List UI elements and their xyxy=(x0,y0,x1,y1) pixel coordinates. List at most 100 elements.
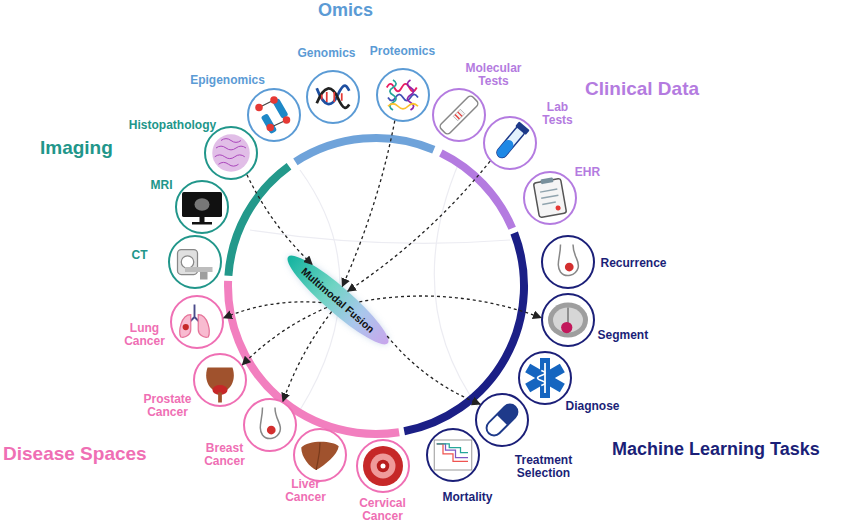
node-label: Segment xyxy=(598,328,649,341)
graphic-part xyxy=(455,115,459,119)
node-label: Molecular Tests xyxy=(459,62,529,88)
node-label: Treatment Selection xyxy=(509,454,579,480)
graphic-part xyxy=(218,393,222,403)
graphic-part xyxy=(326,92,328,102)
graphic-part xyxy=(525,364,565,393)
icon-graphic xyxy=(520,353,570,403)
icon-circle: CT xyxy=(168,235,222,289)
graphic-part xyxy=(215,139,246,167)
graphic-part xyxy=(553,308,583,333)
icon-graphic xyxy=(434,90,484,140)
icon-circle: Lab Tests xyxy=(483,116,537,170)
graphic-part xyxy=(387,80,418,110)
icon-graphic xyxy=(295,430,345,480)
graphic-part xyxy=(453,109,464,120)
node-label: CT xyxy=(132,248,148,261)
graphic-part xyxy=(301,442,339,470)
ring-arcs xyxy=(228,138,524,434)
omics-arc xyxy=(295,138,433,162)
dashed-connector xyxy=(387,336,480,404)
graphic-part xyxy=(533,176,567,218)
icon-graphic xyxy=(249,90,299,140)
icon-circle: Breast Cancer xyxy=(243,398,297,452)
icon-graphic xyxy=(525,173,575,223)
graphic-part xyxy=(540,177,553,184)
graphic-part xyxy=(548,303,588,338)
graphic-part xyxy=(267,124,275,132)
graphic-part xyxy=(558,245,578,276)
node-label: Prostate Cancer xyxy=(138,393,198,419)
dashed-connector xyxy=(348,161,490,291)
graphic-part xyxy=(371,454,396,479)
graphic-part xyxy=(255,104,263,112)
icon-graphic xyxy=(428,430,478,480)
graphic-part xyxy=(316,443,320,471)
graphic-part xyxy=(538,371,546,386)
fusion-ellipse: Multimodal Fusion xyxy=(280,247,397,353)
group-heading: Clinical Data xyxy=(585,78,699,100)
graphic-part xyxy=(525,364,565,393)
graphic-part xyxy=(495,138,516,160)
group-heading: Omics xyxy=(318,0,373,21)
graphic-part xyxy=(185,267,213,272)
graphic-part xyxy=(215,155,245,159)
graphic-part xyxy=(515,121,530,135)
graphic-part xyxy=(259,100,287,128)
dashed-connector xyxy=(359,296,541,318)
graphic-part xyxy=(317,86,350,105)
node-label: Liver Cancer xyxy=(281,478,331,504)
graphic-part xyxy=(283,116,291,124)
node-label: Mortality xyxy=(442,490,492,503)
graphic-part xyxy=(542,202,556,204)
graphic-part xyxy=(565,263,574,272)
graphic-part xyxy=(363,446,403,486)
graphic-part xyxy=(381,464,386,469)
icon-circle: EHR xyxy=(523,171,577,225)
graphic-part xyxy=(439,95,480,136)
graphic-part xyxy=(270,96,278,104)
node-label: MRI xyxy=(151,178,173,191)
graphic-part xyxy=(322,92,342,102)
dashed-connector xyxy=(247,175,312,265)
node-label: Histopathology xyxy=(129,118,216,131)
graphic-part xyxy=(388,104,418,109)
icon-graphic xyxy=(543,295,593,345)
graphic-part xyxy=(439,95,480,136)
graphic-part xyxy=(267,426,276,435)
graphic-part xyxy=(533,178,566,217)
graphic-part xyxy=(321,95,323,100)
graphic-part xyxy=(181,256,194,269)
node-label: Genomics xyxy=(297,46,355,59)
group-heading: Machine Learning Tasks xyxy=(612,439,820,460)
graphic-part xyxy=(317,88,350,107)
graphic-part xyxy=(377,460,390,473)
icon-circle: Proteomics xyxy=(376,68,430,122)
graphic-part xyxy=(387,84,417,92)
node-label: Proteomics xyxy=(370,44,435,57)
icon-graphic xyxy=(245,400,295,450)
graphic-part xyxy=(458,112,462,116)
icon-circle: Epigenomics xyxy=(247,88,301,142)
node-label: Recurrence xyxy=(601,256,667,269)
group-heading: Disease Spaces xyxy=(3,443,147,465)
background-chords xyxy=(250,160,510,410)
graphic-part xyxy=(541,195,558,198)
graphic-part xyxy=(555,205,561,211)
chord xyxy=(434,160,480,410)
dashed-connector xyxy=(224,302,322,318)
node-label: Breast Cancer xyxy=(200,442,250,468)
graphic-part xyxy=(333,92,335,102)
icon-graphic xyxy=(177,182,227,232)
icon-circle: Histopathology xyxy=(204,126,258,180)
graphic-part xyxy=(198,315,209,338)
icon-circle: Molecular Tests xyxy=(432,88,486,142)
graphic-part xyxy=(493,121,529,160)
node-label: Lab Tests xyxy=(538,101,578,127)
group-heading: Imaging xyxy=(40,137,113,159)
graphic-part xyxy=(497,401,521,425)
node-label: EHR xyxy=(575,165,600,178)
node-label: Epigenomics xyxy=(190,73,265,86)
graphic-part xyxy=(525,358,565,398)
icon-circle: Segment xyxy=(541,293,595,347)
